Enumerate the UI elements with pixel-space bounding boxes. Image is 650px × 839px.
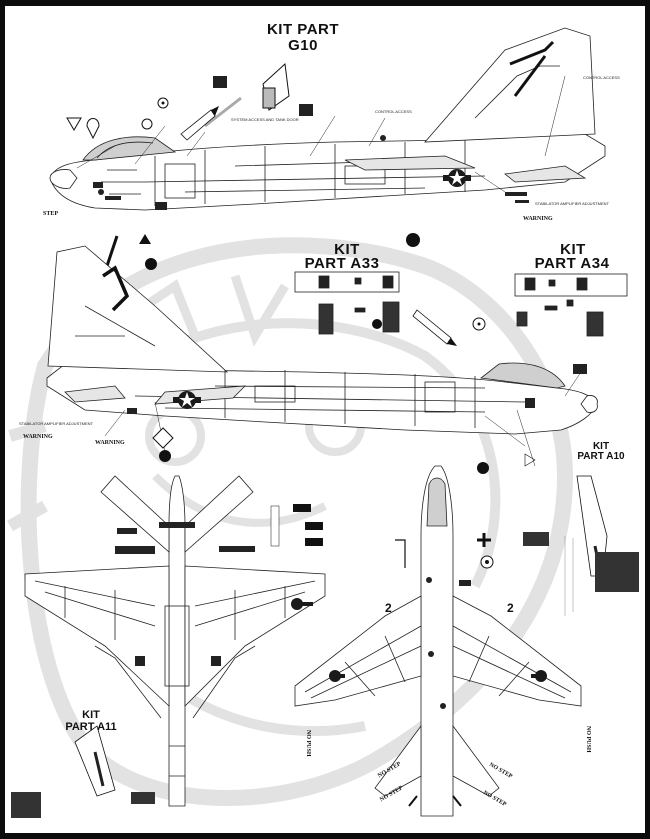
a11-callout-line2: PART A11 bbox=[65, 721, 117, 733]
decal-sheet: KIT PART G10 KIT PART A33 KIT PART A34 K… bbox=[5, 6, 645, 833]
rescue-arrow-icon bbox=[180, 106, 219, 141]
fine-print-4: STABILATOR AMPLIFIER ADJUSTMENT bbox=[535, 201, 610, 206]
side-profile-left bbox=[49, 27, 606, 211]
part-a33-box bbox=[294, 271, 400, 335]
a34-callout-line1: KIT bbox=[560, 241, 586, 258]
a10-callout-line2: PART A10 bbox=[577, 451, 625, 462]
warning-stencil-1: WARNING bbox=[523, 216, 553, 222]
star-and-bar-insignia-icon-2 bbox=[173, 391, 201, 409]
top-markers bbox=[66, 62, 529, 270]
warning-stencil-2: WARNING bbox=[23, 434, 53, 440]
fine-print-5: STABILATOR AMPLIFIER ADJUSTMENT bbox=[19, 421, 94, 426]
middle-markers bbox=[127, 309, 587, 474]
wing-number-right: 2 bbox=[507, 601, 514, 615]
planform-top-view bbox=[24, 475, 326, 807]
a33-callout-line2: PART A33 bbox=[304, 255, 380, 272]
warning-stencil-3: WARNING bbox=[95, 440, 125, 446]
fine-print-1: SYSTEM ACCESS AND TANK DOOR bbox=[231, 117, 299, 122]
g10-callout-line2: G10 bbox=[288, 37, 318, 54]
planform-top-markers bbox=[11, 504, 323, 818]
a34-callout-line2: PART A34 bbox=[534, 255, 610, 272]
planform-underside-markers bbox=[329, 533, 547, 807]
part-a10-art bbox=[523, 475, 639, 616]
fine-print-2: CONTROL ACCESS bbox=[375, 109, 412, 114]
star-and-bar-insignia-icon bbox=[443, 169, 471, 187]
a33-callout-line1: KIT bbox=[334, 241, 360, 258]
step-stencil: STEP bbox=[43, 211, 59, 217]
no-push-stencil-2: NO PUSH bbox=[585, 726, 591, 753]
side-profile-right bbox=[46, 245, 598, 467]
fine-print-3: CONTROL ACCESS bbox=[583, 75, 620, 80]
wing-number-left: 2 bbox=[385, 601, 392, 615]
planform-underside bbox=[294, 465, 582, 817]
g10-callout-line1: KIT PART bbox=[266, 21, 340, 38]
no-push-stencil-1: NO PUSH bbox=[305, 730, 311, 757]
a11-callout-line1: KIT bbox=[82, 709, 100, 721]
decal-artwork bbox=[7, 27, 639, 818]
part-a34-box bbox=[514, 273, 628, 337]
a10-callout-line1: KIT bbox=[592, 441, 610, 452]
